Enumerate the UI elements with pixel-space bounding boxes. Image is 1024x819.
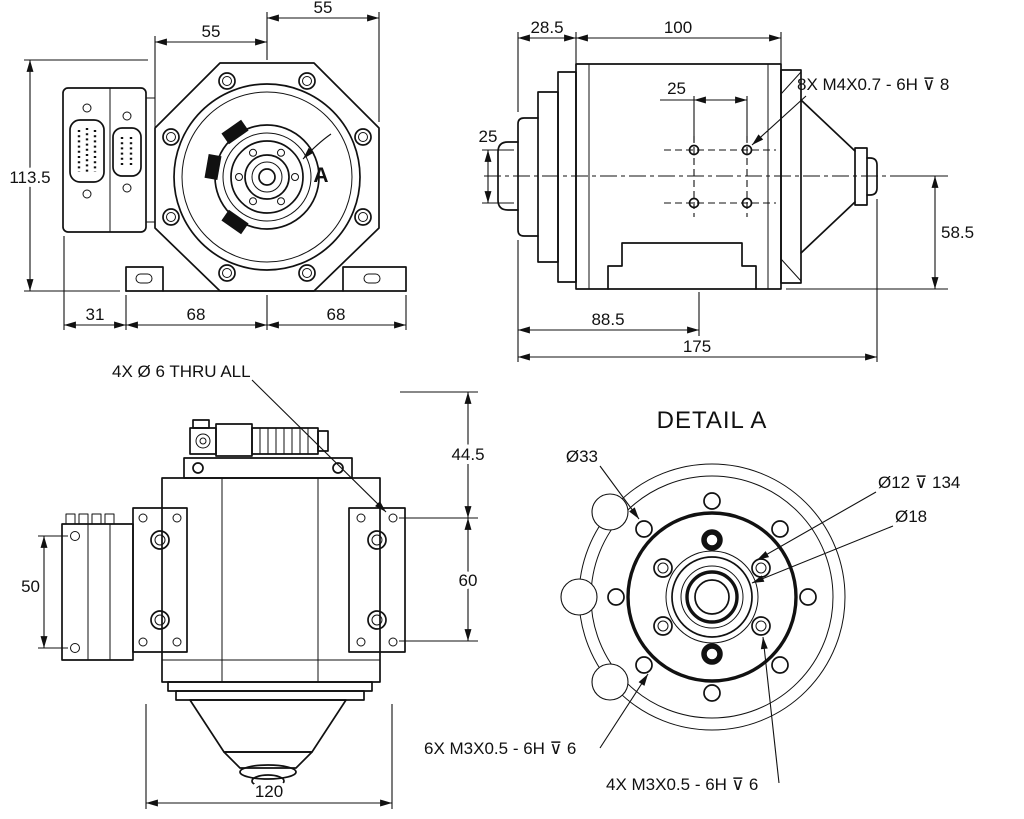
dim-top-plate-holes: 60 bbox=[459, 571, 478, 590]
dim-side-hole-spacing-v: 25 bbox=[479, 127, 498, 146]
front-view: A 55 55 113.5 31 68 68 bbox=[5, 0, 407, 330]
dim-detail-counterbore: Ø18 bbox=[895, 507, 927, 526]
thread-callout-leader: 8X M4X0.7 - 6H ⊽ 8 bbox=[751, 75, 949, 146]
front-clamp-blocks bbox=[204, 119, 249, 235]
detail-view: DETAIL A bbox=[424, 407, 960, 794]
top-mount-plates bbox=[132, 507, 406, 653]
dim-detail-bore: Ø12 ⊽ 134 bbox=[878, 473, 960, 492]
top-dimensions: 4X Ø 6 THRU ALL 44.5 60 50 120 bbox=[21, 362, 489, 809]
dim-top-connector-holes: 50 bbox=[21, 577, 40, 596]
callout-4x-text: 4X M3X0.5 - 6H ⊽ 6 bbox=[606, 775, 758, 794]
dim-side-hole-spacing-h: 25 bbox=[667, 79, 686, 98]
dim-front-base-right: 68 bbox=[327, 305, 346, 324]
dim-front-width-right: 55 bbox=[314, 0, 333, 17]
callout-6x-text: 6X M3X0.5 - 6H ⊽ 6 bbox=[424, 739, 576, 758]
top-cable-gland bbox=[189, 419, 329, 457]
front-housing-octagon bbox=[154, 62, 380, 292]
dsub-connector-small bbox=[112, 111, 142, 193]
top-connector-block bbox=[61, 513, 134, 661]
detail-a-callout: A bbox=[302, 133, 332, 187]
top-view: 4X Ø 6 THRU ALL 44.5 60 50 120 bbox=[21, 362, 489, 809]
side-view: 28.5 100 25 25 8X M4X0.7 - 6H ⊽ 8 58.5 8… bbox=[479, 18, 974, 362]
side-front-flange bbox=[497, 71, 577, 283]
dim-front-height: 113.5 bbox=[9, 168, 50, 187]
top-nose-cone bbox=[167, 681, 373, 793]
dsub-connector-large bbox=[69, 103, 105, 199]
dim-side-center-height: 58.5 bbox=[941, 223, 974, 242]
dim-side-foot-position: 88.5 bbox=[591, 310, 624, 329]
side-tapped-holes bbox=[664, 136, 776, 217]
top-body bbox=[161, 457, 381, 683]
detail-face-circles bbox=[560, 463, 846, 731]
dim-top-offset: 44.5 bbox=[451, 445, 484, 464]
detail-callouts: Ø33 Ø12 ⊽ 134 Ø18 6X M3X0.5 - 6H ⊽ 6 4X … bbox=[424, 447, 960, 794]
dim-side-overall-length: 175 bbox=[683, 337, 711, 356]
dim-side-body-length: 100 bbox=[664, 18, 692, 37]
front-center-hub bbox=[235, 148, 299, 206]
side-dimensions: 28.5 100 25 25 8X M4X0.7 - 6H ⊽ 8 58.5 8… bbox=[479, 18, 974, 362]
dim-side-flange-depth: 28.5 bbox=[530, 18, 563, 37]
front-dimensions: 55 55 113.5 31 68 68 bbox=[5, 0, 407, 330]
dim-top-width: 120 bbox=[255, 782, 283, 801]
dim-detail-bolt-circle: Ø33 bbox=[566, 447, 598, 466]
detail-a-label: A bbox=[313, 164, 328, 187]
front-base-feet bbox=[125, 266, 407, 292]
dim-front-width-left: 55 bbox=[202, 22, 221, 41]
thru-hole-callout-leader: 4X Ø 6 THRU ALL bbox=[112, 362, 387, 513]
thru-hole-callout-text: 4X Ø 6 THRU ALL bbox=[112, 362, 251, 381]
dim-front-base-left: 31 bbox=[86, 305, 105, 324]
detail-outer-holes bbox=[607, 492, 817, 702]
detail-title: DETAIL A bbox=[657, 407, 768, 434]
dim-front-base-mid: 68 bbox=[187, 305, 206, 324]
front-cover-screws bbox=[162, 72, 372, 282]
thread-callout-text: 8X M4X0.7 - 6H ⊽ 8 bbox=[797, 75, 949, 94]
front-connectors bbox=[62, 87, 156, 233]
